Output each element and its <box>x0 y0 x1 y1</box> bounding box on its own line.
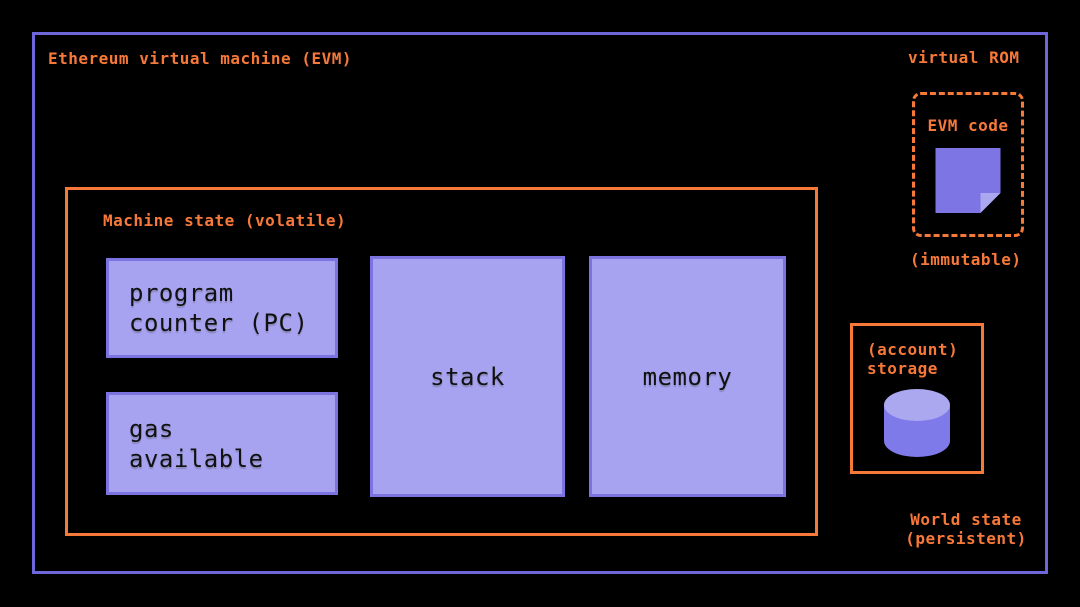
program-counter-box: program counter (PC) <box>106 258 338 358</box>
machine-state-frame: Machine state (volatile) <box>65 187 818 536</box>
gas-available-box: gas available <box>106 392 338 495</box>
cylinder-top <box>884 389 950 421</box>
immutable-caption: (immutable) <box>910 250 1022 269</box>
evm-code-label: EVM code <box>927 116 1009 135</box>
note-fold-corner <box>981 193 1001 213</box>
machine-state-label: Machine state (volatile) <box>103 211 347 230</box>
virtual-rom-frame: EVM code <box>912 92 1024 237</box>
world-state-caption: World state (persistent) <box>905 510 1027 548</box>
stack-box: stack <box>370 256 565 497</box>
memory-box: memory <box>589 256 786 497</box>
account-storage-frame: (account) storage <box>850 323 984 474</box>
virtual-rom-label: virtual ROM <box>908 48 1020 67</box>
document-note-icon <box>936 148 1001 213</box>
evm-frame: Ethereum virtual machine (EVM) <box>32 32 1048 574</box>
account-storage-label: (account) storage <box>867 340 959 378</box>
evm-title: Ethereum virtual machine (EVM) <box>48 49 352 68</box>
database-cylinder-icon <box>884 389 950 457</box>
